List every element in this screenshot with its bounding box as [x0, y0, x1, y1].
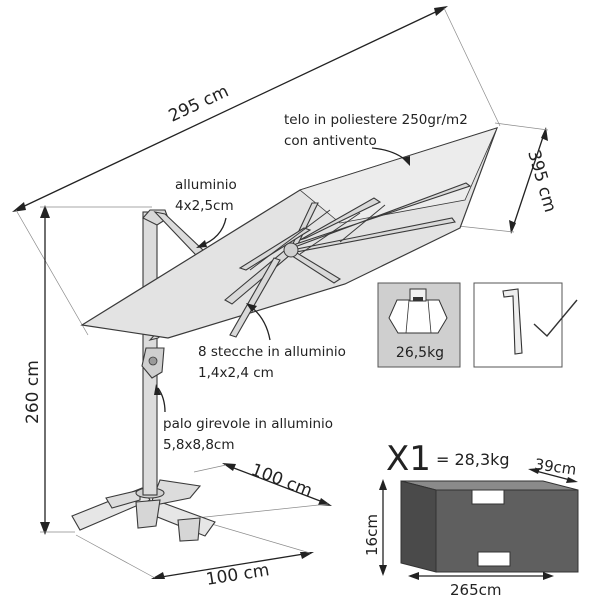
package-height-label: 16cm [363, 514, 381, 556]
package-weight: = 28,3kg [436, 450, 510, 469]
callout-pole-line2: 5,8x8,8cm [163, 437, 235, 453]
callout-canopy-line2: con antivento [284, 133, 377, 149]
callout-ribs-line2: 1,4x2,4 cm [198, 365, 274, 381]
callout-pole-line1: palo girevole in alluminio [163, 416, 333, 432]
dim-label-260: 260 cm [23, 360, 43, 424]
callout-frame-line2: 4x2,5cm [175, 198, 234, 214]
dim-label-base-depth: 100 cm [248, 460, 315, 502]
base-weight-box: 26,5kg [377, 282, 461, 368]
dim-label-295: 295 cm [166, 81, 232, 126]
callout-frame-line1: alluminio [175, 177, 237, 193]
umbrella-illustration [71, 127, 498, 542]
callouts: telo in poliestere 250gr/m2 con antivent… [154, 112, 468, 453]
package-info: X1 = 28,3kg 39cm 16cm 265cm [363, 439, 579, 599]
package-handle-top [471, 489, 505, 505]
package-box [400, 480, 579, 573]
package-depth-label: 39cm [533, 455, 577, 479]
dim-label-base-width: 100 cm [205, 560, 271, 590]
base-weight-label: 26,5kg [396, 345, 444, 361]
package-handle-bottom [477, 551, 511, 567]
allen-key-icon [502, 288, 523, 355]
ribs [224, 182, 472, 338]
dimension-lines [12, 6, 549, 579]
base-weight-icon [388, 288, 448, 334]
package-quantity: X1 [386, 439, 431, 479]
checkmark-icon [533, 299, 578, 338]
callout-canopy-line1: telo in poliestere 250gr/m2 [284, 112, 468, 128]
callout-ribs-line1: 8 stecche in alluminio [198, 344, 346, 360]
allen-key-box [473, 282, 578, 368]
package-length-label: 265cm [450, 581, 502, 599]
